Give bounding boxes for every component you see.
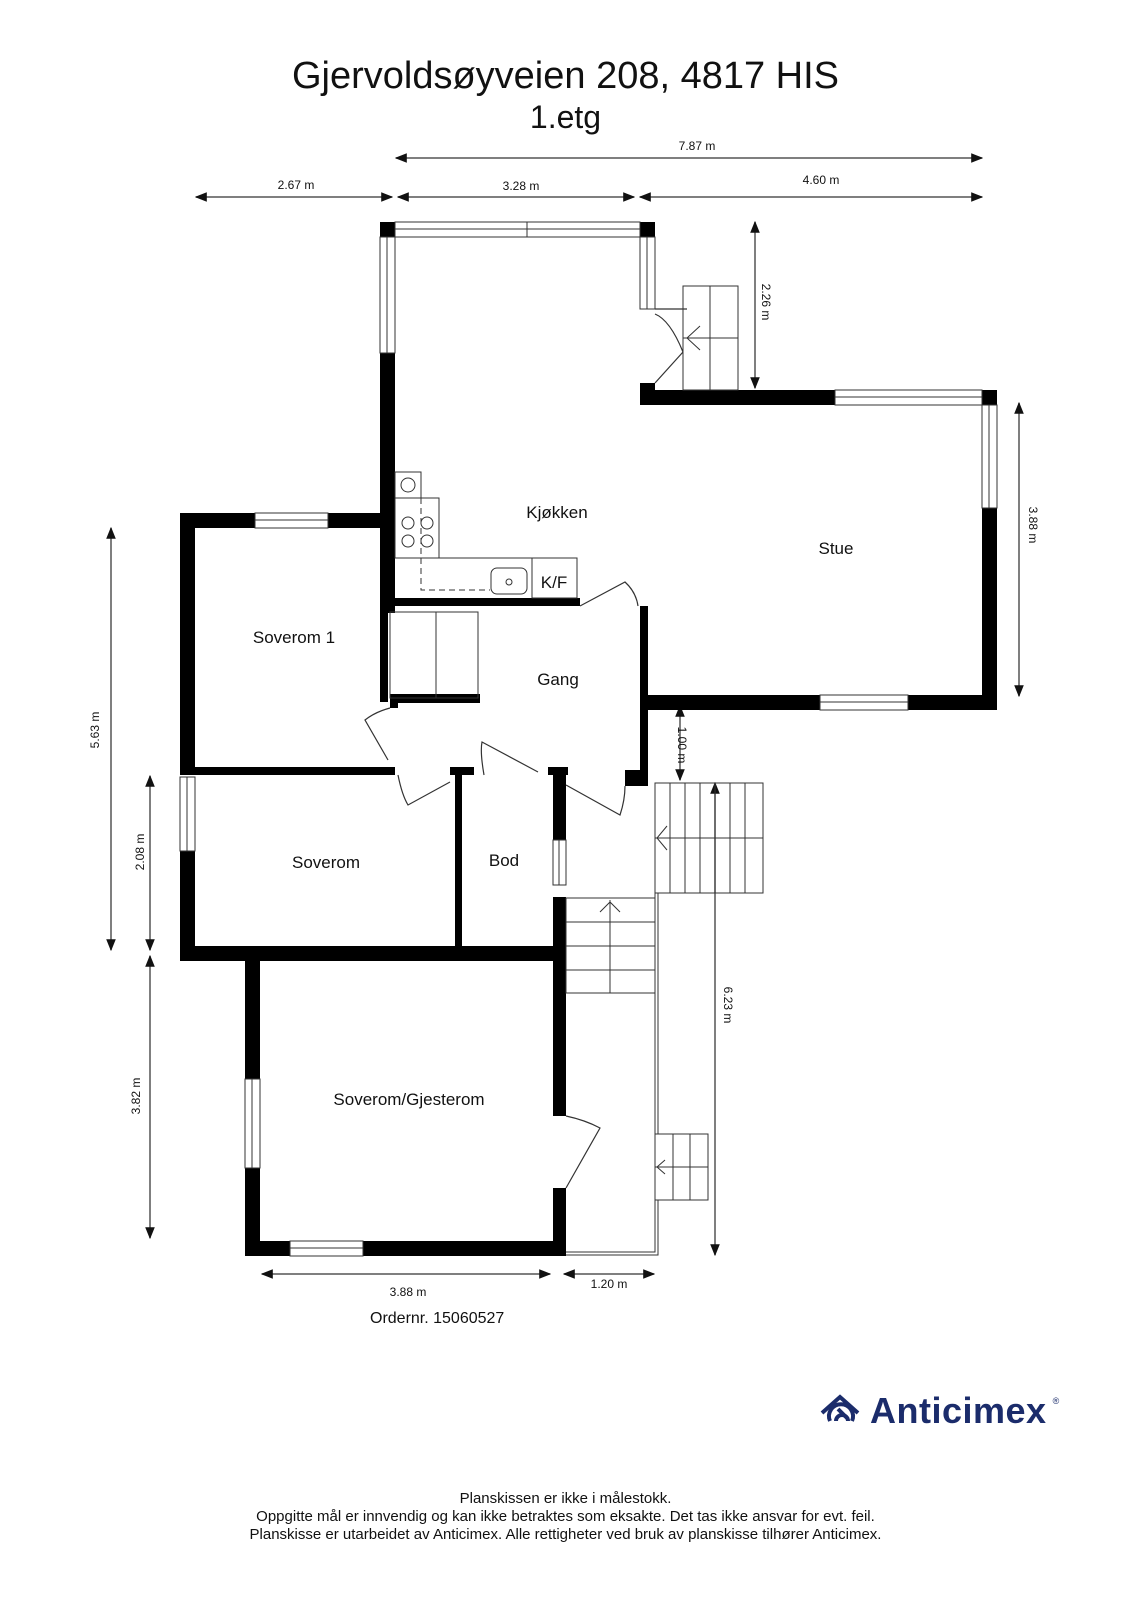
disclaimer-line-1: Planskissen er ikke i målestokk.	[459, 1490, 672, 1507]
room-label-gang: Gang	[537, 670, 579, 689]
stairs	[565, 285, 764, 1256]
dim-top-middle: 3.28 m	[503, 179, 540, 193]
dim-gang-step: 1.00 m	[675, 727, 689, 764]
disclaimer: Planskissen er ikke i målestokk. Oppgitt…	[0, 1490, 1131, 1544]
dim-stue-height: 3.88 m	[1026, 507, 1040, 544]
disclaimer-line-3: Planskisse er utarbeidet av Anticimex. A…	[249, 1526, 882, 1543]
anticimex-logo-icon	[820, 1394, 860, 1422]
dim-entry-height: 2.26 m	[759, 284, 773, 321]
room-label-bod: Bod	[489, 851, 519, 870]
kitchen-counter	[389, 471, 578, 699]
dim-bottom-width: 3.88 m	[390, 1285, 427, 1299]
dim-soverom-height: 2.08 m	[133, 834, 147, 871]
dim-bottom-porch: 1.20 m	[591, 1277, 628, 1291]
fixture-label-kf: K/F	[541, 573, 567, 592]
doors	[364, 308, 687, 1189]
floor-label: 1.etg	[529, 99, 602, 135]
dimension-lines	[106, 153, 1024, 1279]
property-address-title: Gjervoldsøyveien 208, 4817 HIS	[291, 55, 840, 97]
dim-gjesterom-height: 3.82 m	[129, 1078, 143, 1115]
room-label-kjokken: Kjøkken	[526, 503, 587, 522]
dim-top-right: 4.60 m	[803, 173, 840, 187]
room-label-soverom: Soverom	[292, 853, 360, 872]
anticimex-logo: Anticimex ®	[818, 1390, 1059, 1432]
order-number: Ordernr. 15060527	[370, 1310, 505, 1327]
dim-right-total: 6.23 m	[721, 987, 735, 1024]
room-label-gjesterom: Soverom/Gjesterom	[333, 1090, 484, 1109]
disclaimer-line-2: Oppgitte mål er innvendig og kan ikke be…	[256, 1508, 875, 1525]
brand-name: Anticimex	[870, 1390, 1047, 1431]
dim-top-left: 2.67 m	[278, 178, 315, 192]
walls	[180, 222, 997, 1256]
dim-top-total: 7.87 m	[679, 139, 716, 153]
windows	[179, 221, 998, 1257]
dim-left-total: 5.63 m	[88, 712, 102, 749]
registered-mark: ®	[1052, 1396, 1060, 1406]
room-label-stue: Stue	[819, 539, 854, 558]
room-label-soverom-1: Soverom 1	[253, 628, 335, 647]
